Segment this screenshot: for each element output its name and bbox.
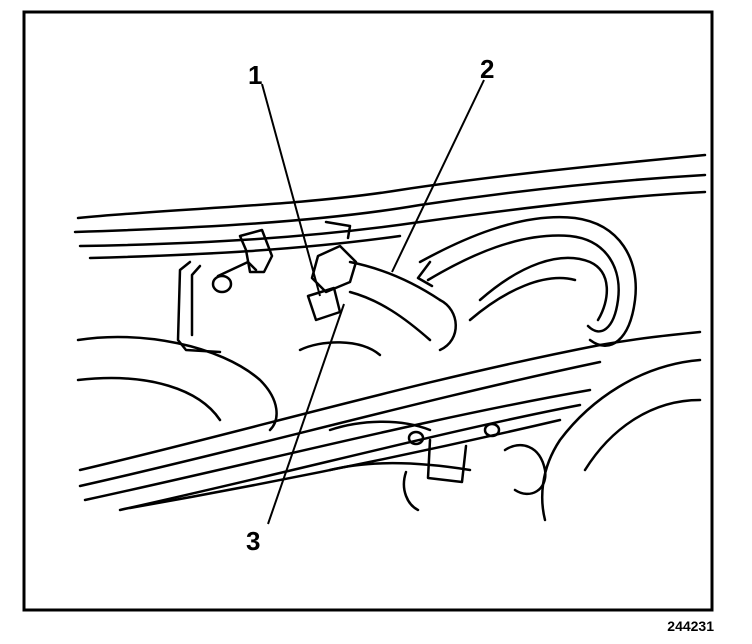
engine-compartment-drawing xyxy=(73,153,707,522)
leader-lines xyxy=(261,79,485,525)
callout-3: 3 xyxy=(246,526,261,556)
callout-1: 1 xyxy=(248,60,263,90)
leader-line-1 xyxy=(261,83,321,297)
callout-2: 2 xyxy=(480,54,495,84)
figure-border xyxy=(22,10,714,612)
leader-line-2 xyxy=(391,79,485,273)
figure-number: 244231 xyxy=(667,618,714,634)
leader-line-3 xyxy=(267,303,345,525)
